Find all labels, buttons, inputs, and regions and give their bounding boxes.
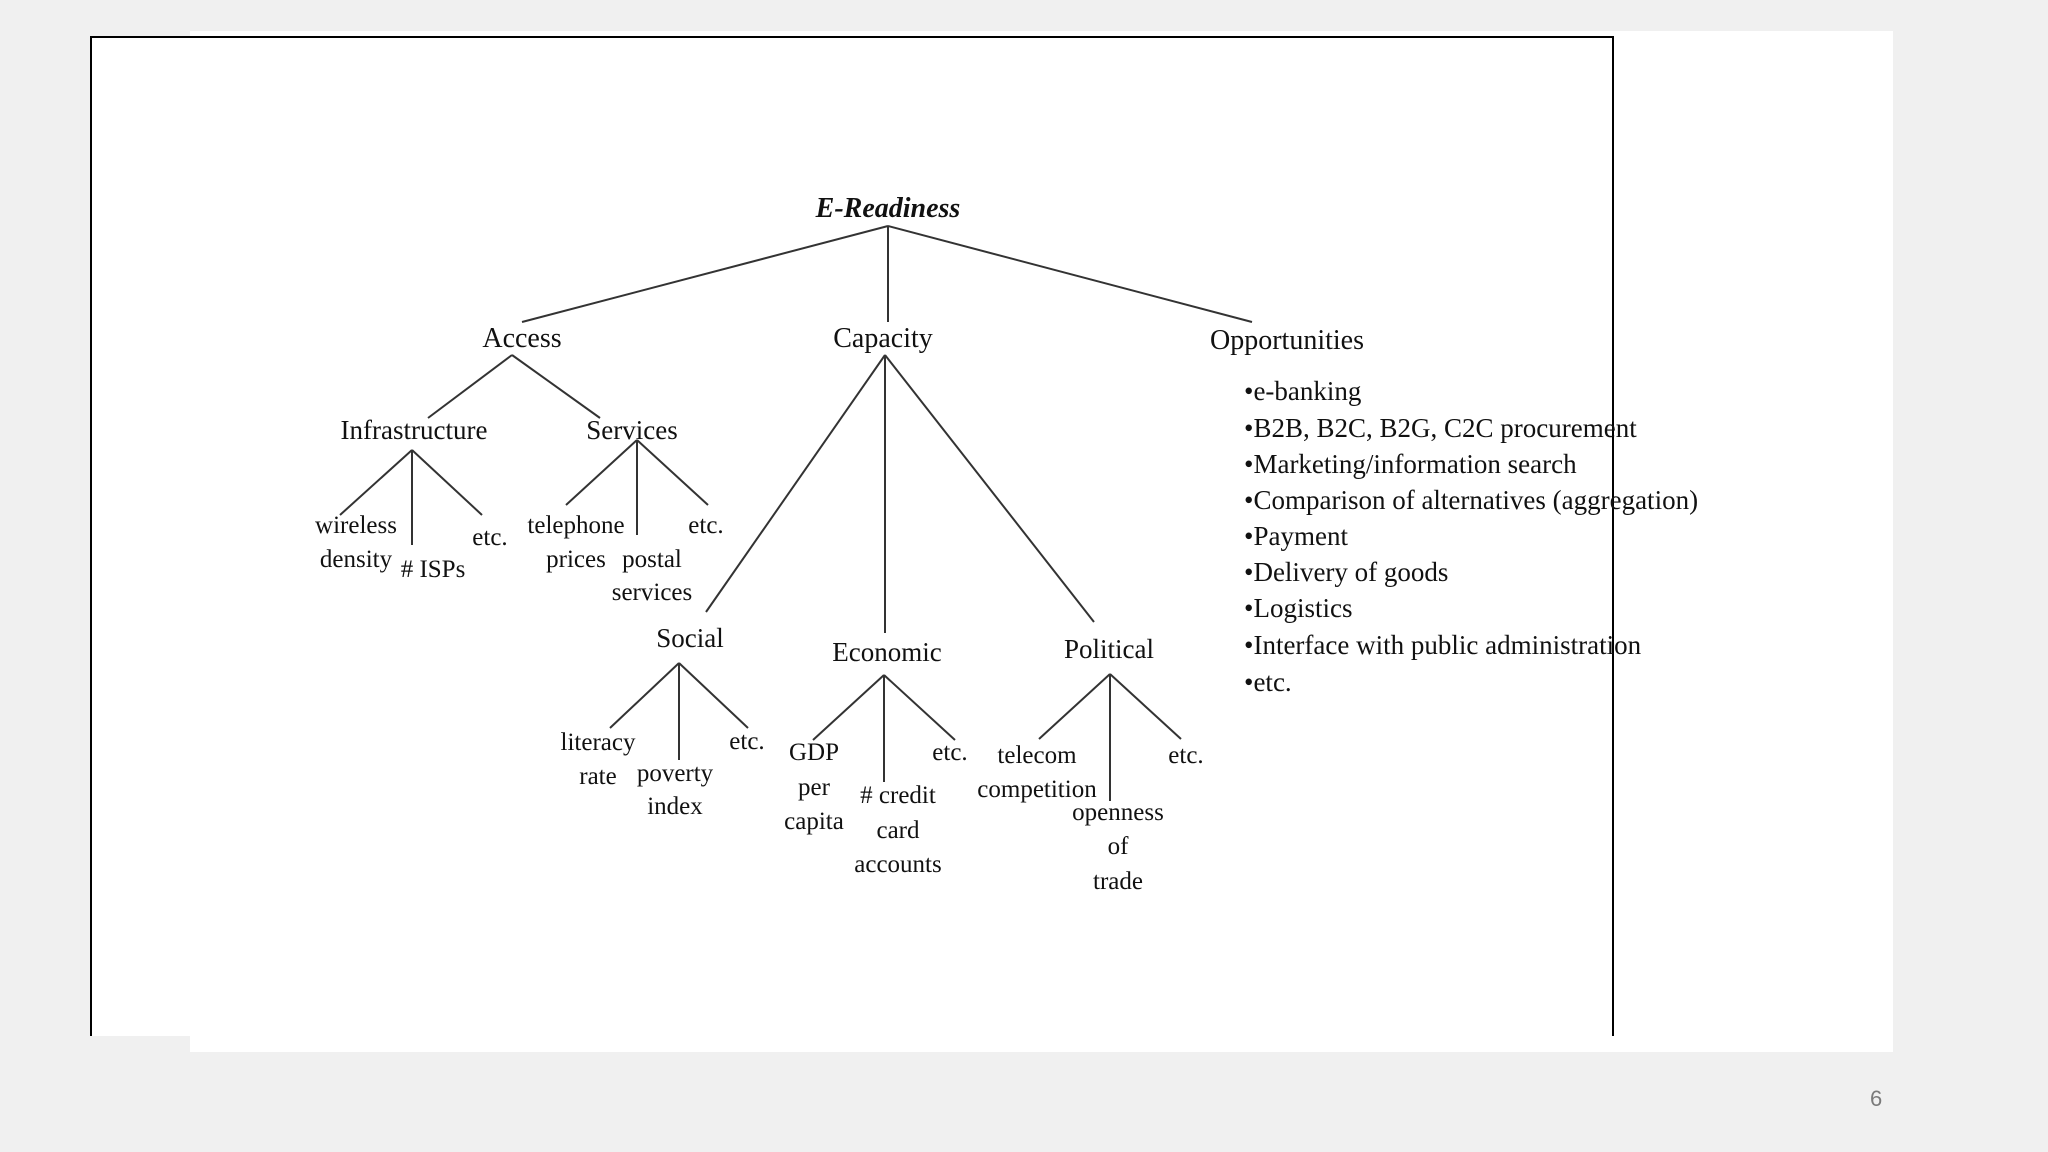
leaf-infra-etc: etc. xyxy=(472,524,507,551)
opportunity-item: •e-banking xyxy=(1244,376,1361,406)
node-capacity: Capacity xyxy=(833,323,933,354)
leaf-services: services xyxy=(612,579,693,606)
opportunity-item: •Delivery of goods xyxy=(1244,557,1448,587)
opportunity-item: •Payment xyxy=(1244,521,1348,551)
leaf-openness: openness xyxy=(1072,799,1164,826)
leaf-of: of xyxy=(1108,833,1130,860)
node-political: Political xyxy=(1064,634,1154,664)
leaf-index: index xyxy=(647,793,703,820)
leaf-telecom: telecom xyxy=(997,742,1077,769)
node-access: Access xyxy=(482,323,561,354)
diagram-frame xyxy=(90,36,1614,1036)
leaf-literacy: literacy xyxy=(561,729,636,756)
leaf-isps: # ISPs xyxy=(401,556,466,583)
leaf-postal: postal xyxy=(622,546,682,573)
opportunity-item: •Logistics xyxy=(1244,593,1352,623)
edge-services-telephone xyxy=(565,439,638,506)
leaf-trade: trade xyxy=(1093,868,1143,895)
opportunity-item: •Comparison of alternatives (aggregation… xyxy=(1244,485,1698,515)
edge-services-etc xyxy=(636,439,709,506)
node-services: Services xyxy=(586,415,677,445)
opportunity-item: •etc. xyxy=(1244,667,1292,697)
leaf-wireless: wireless xyxy=(315,512,397,539)
edge-infrastructure-etc xyxy=(411,449,483,516)
edge-access-services xyxy=(511,354,601,419)
page-number: 6 xyxy=(1870,1086,1883,1111)
edge-root-opportunities xyxy=(887,225,1253,323)
leaf-political-etc: etc. xyxy=(1168,742,1203,769)
node-social: Social xyxy=(656,623,724,653)
leaf-telephone: telephone xyxy=(527,512,624,539)
leaf-density: density xyxy=(320,546,393,573)
edge-root-access xyxy=(521,225,889,323)
edge-economic-etc xyxy=(883,674,956,741)
edge-infrastructure-wireless xyxy=(339,449,413,516)
leaf-per: per xyxy=(798,774,831,801)
root-node: E-Readiness xyxy=(815,193,961,224)
leaf-rate: rate xyxy=(579,763,616,790)
leaf-economic-etc: etc. xyxy=(932,739,967,766)
node-economic: Economic xyxy=(832,637,941,667)
leaf-gdp: GDP xyxy=(789,739,839,766)
edge-economic-gdp xyxy=(812,674,885,741)
leaf-services-etc: etc. xyxy=(688,512,723,539)
leaf-capita: capita xyxy=(784,808,844,835)
edge-access-infrastructure xyxy=(427,354,513,419)
leaf-accounts: accounts xyxy=(854,851,941,878)
node-infrastructure: Infrastructure xyxy=(341,415,488,445)
opportunity-item: •Marketing/information search xyxy=(1244,449,1577,479)
edge-capacity-social xyxy=(705,354,886,613)
edge-social-etc xyxy=(678,662,749,729)
leaf-social-etc: etc. xyxy=(729,728,764,755)
opportunity-item: •B2B, B2C, B2G, C2C procurement xyxy=(1244,413,1637,443)
edge-political-telecom xyxy=(1038,673,1111,740)
leaf-prices: prices xyxy=(546,546,606,573)
edge-political-etc xyxy=(1109,673,1182,740)
connector-lines xyxy=(339,225,1253,801)
leaf-card: card xyxy=(876,817,920,844)
edge-social-literacy xyxy=(609,662,680,729)
opportunity-item: •Interface with public administration xyxy=(1244,630,1642,660)
leaf-credit: # credit xyxy=(860,782,936,809)
opportunities-list: •e-banking •B2B, B2C, B2G, C2C procureme… xyxy=(1244,376,1698,697)
node-opportunities: Opportunities xyxy=(1210,325,1364,356)
leaf-poverty: poverty xyxy=(637,760,714,787)
leaf-competition: competition xyxy=(977,776,1097,803)
edge-capacity-political xyxy=(884,354,1095,623)
